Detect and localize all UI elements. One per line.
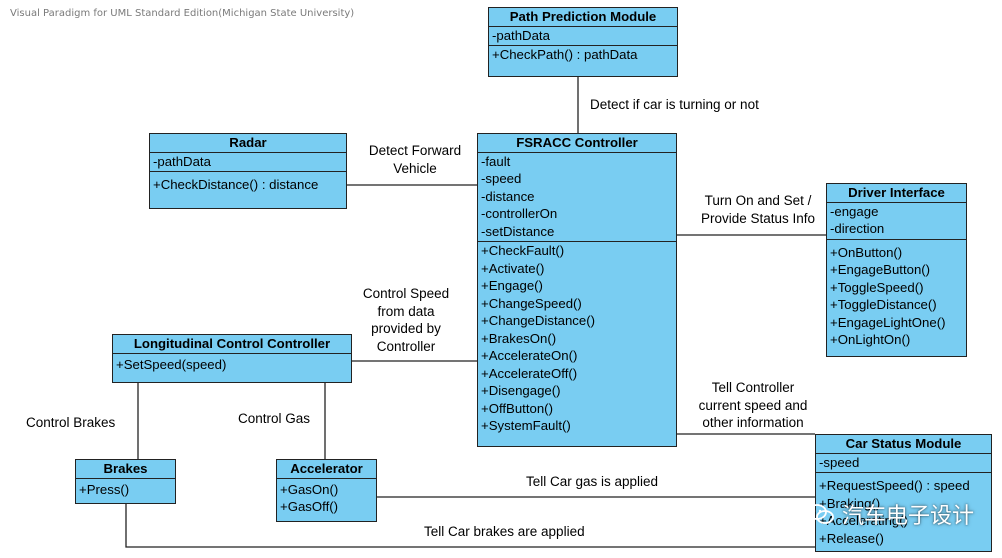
class-attribute: -setDistance bbox=[481, 223, 555, 239]
tool-watermark: Visual Paradigm for UML Standard Edition… bbox=[10, 8, 355, 19]
class-car-status-module: Car Status Module -speed +RequestSpeed()… bbox=[815, 434, 992, 552]
class-operations: +Press() bbox=[76, 479, 175, 500]
label-line: Provide Status Info bbox=[700, 210, 816, 226]
class-operation: +OffButton() bbox=[481, 400, 553, 416]
label-line: other information bbox=[702, 415, 804, 430]
class-attribute: -speed bbox=[481, 171, 522, 186]
class-operation: +ToggleSpeed() bbox=[830, 279, 924, 295]
class-operations: +CheckPath() : pathData bbox=[489, 46, 677, 65]
class-operation: +Braking() bbox=[819, 495, 881, 511]
class-operations: +OnButton() +EngageButton() +ToggleSpeed… bbox=[827, 240, 966, 350]
class-operation: +OnButton() bbox=[830, 244, 903, 260]
class-name: Radar bbox=[150, 134, 346, 153]
class-operation: +Press() bbox=[79, 481, 130, 497]
class-name: FSRACC Controller bbox=[478, 134, 676, 153]
class-operation: +RequestSpeed() : speed bbox=[819, 478, 970, 493]
label-control-speed: Control Speed from data provided by Cont… bbox=[352, 285, 460, 355]
class-operation: +Engage() bbox=[481, 278, 543, 293]
label-line: Controller bbox=[376, 338, 436, 354]
class-attribute: -engage bbox=[830, 203, 879, 219]
class-operations: +GasOn() +GasOff() bbox=[277, 479, 376, 517]
class-attribute: -direction bbox=[830, 221, 885, 236]
label-tell-gas: Tell Car gas is applied bbox=[526, 474, 659, 489]
class-operation: +Accelerating() bbox=[819, 513, 909, 528]
label-line: from data bbox=[377, 303, 435, 319]
label-control-gas: Control Gas bbox=[238, 411, 311, 426]
class-operations: +CheckDistance() : distance bbox=[150, 172, 346, 195]
label-tell-brakes: Tell Car brakes are applied bbox=[424, 524, 585, 539]
class-operation: +EngageButton() bbox=[830, 262, 931, 277]
class-operation: +ToggleDistance() bbox=[830, 297, 937, 312]
class-operation: +Activate() bbox=[481, 260, 545, 276]
label-tell-controller: Tell Controller current speed and other … bbox=[686, 379, 820, 432]
class-operation: +Release() bbox=[819, 530, 884, 546]
class-operation: +AccelerateOff() bbox=[481, 365, 578, 381]
class-operation: +OnLightOn() bbox=[830, 332, 911, 347]
class-operation: +AccelerateOn() bbox=[481, 348, 578, 363]
class-attribute: -speed bbox=[819, 454, 860, 470]
class-operation: +GasOn() bbox=[280, 481, 339, 497]
class-operation: +BrakesOn() bbox=[481, 330, 557, 346]
class-operation: +ChangeSpeed() bbox=[481, 295, 582, 311]
label-detect-turning: Detect if car is turning or not bbox=[590, 97, 759, 112]
class-driver-interface: Driver Interface -engage -direction +OnB… bbox=[826, 183, 967, 357]
class-attribute: -pathData bbox=[492, 27, 550, 43]
class-attribute: -pathData bbox=[153, 153, 211, 169]
class-radar: Radar -pathData +CheckDistance() : dista… bbox=[149, 133, 347, 209]
assoc-brakes-carstatus bbox=[125, 504, 815, 548]
class-operations: +RequestSpeed() : speed +Braking() +Acce… bbox=[816, 473, 991, 548]
class-attributes: -fault -speed -distance -controllerOn -s… bbox=[478, 153, 676, 242]
label-turn-on-set: Turn On and Set / Provide Status Info bbox=[690, 192, 826, 227]
label-line: provided by bbox=[371, 321, 441, 336]
class-operation: +EngageLightOne() bbox=[830, 314, 946, 330]
class-path-prediction-module: Path Prediction Module -pathData +CheckP… bbox=[488, 7, 678, 77]
label-line: Tell Controller bbox=[711, 380, 795, 395]
class-fsracc-controller: FSRACC Controller -fault -speed -distanc… bbox=[477, 133, 677, 447]
class-name: Longitudinal Control Controller bbox=[113, 335, 351, 354]
class-operation: +CheckPath() : pathData bbox=[492, 47, 638, 62]
label-line: current speed and bbox=[698, 397, 808, 413]
class-attribute: -controllerOn bbox=[481, 206, 558, 221]
class-operation: +ChangeDistance() bbox=[481, 313, 595, 328]
class-attributes: -pathData bbox=[489, 27, 677, 46]
label-line: Turn On and Set / bbox=[704, 193, 812, 208]
class-attribute: -distance bbox=[481, 188, 535, 204]
class-operations: +SetSpeed(speed) bbox=[113, 354, 351, 375]
class-name: Accelerator bbox=[277, 460, 376, 479]
label-detect-forward: Detect Forward Vehicle bbox=[360, 142, 470, 177]
class-operation: +CheckFault() bbox=[481, 243, 565, 258]
class-operation: +Disengage() bbox=[481, 383, 561, 398]
class-attributes: -pathData bbox=[150, 153, 346, 172]
label-line: Vehicle bbox=[393, 160, 437, 176]
class-operations: +CheckFault() +Activate() +Engage() +Cha… bbox=[478, 242, 676, 436]
class-operation: +GasOff() bbox=[280, 499, 339, 514]
class-accelerator: Accelerator +GasOn() +GasOff() bbox=[276, 459, 377, 522]
class-name: Path Prediction Module bbox=[489, 8, 677, 27]
label-line: Detect Forward bbox=[368, 143, 462, 158]
class-brakes: Brakes +Press() bbox=[75, 459, 176, 504]
label-control-brakes: Control Brakes bbox=[26, 415, 116, 430]
class-operation: +CheckDistance() : distance bbox=[153, 177, 319, 192]
class-name: Brakes bbox=[76, 460, 175, 479]
class-attributes: -speed bbox=[816, 454, 991, 473]
class-longitudinal-control-controller: Longitudinal Control Controller +SetSpee… bbox=[112, 334, 352, 383]
class-operation: +SetSpeed(speed) bbox=[116, 356, 227, 372]
class-operation: +SystemFault() bbox=[481, 418, 571, 433]
class-name: Driver Interface bbox=[827, 184, 966, 203]
class-name: Car Status Module bbox=[816, 435, 991, 454]
label-line: Control Speed bbox=[362, 286, 450, 301]
class-attribute: -fault bbox=[481, 153, 511, 169]
class-attributes: -engage -direction bbox=[827, 203, 966, 240]
